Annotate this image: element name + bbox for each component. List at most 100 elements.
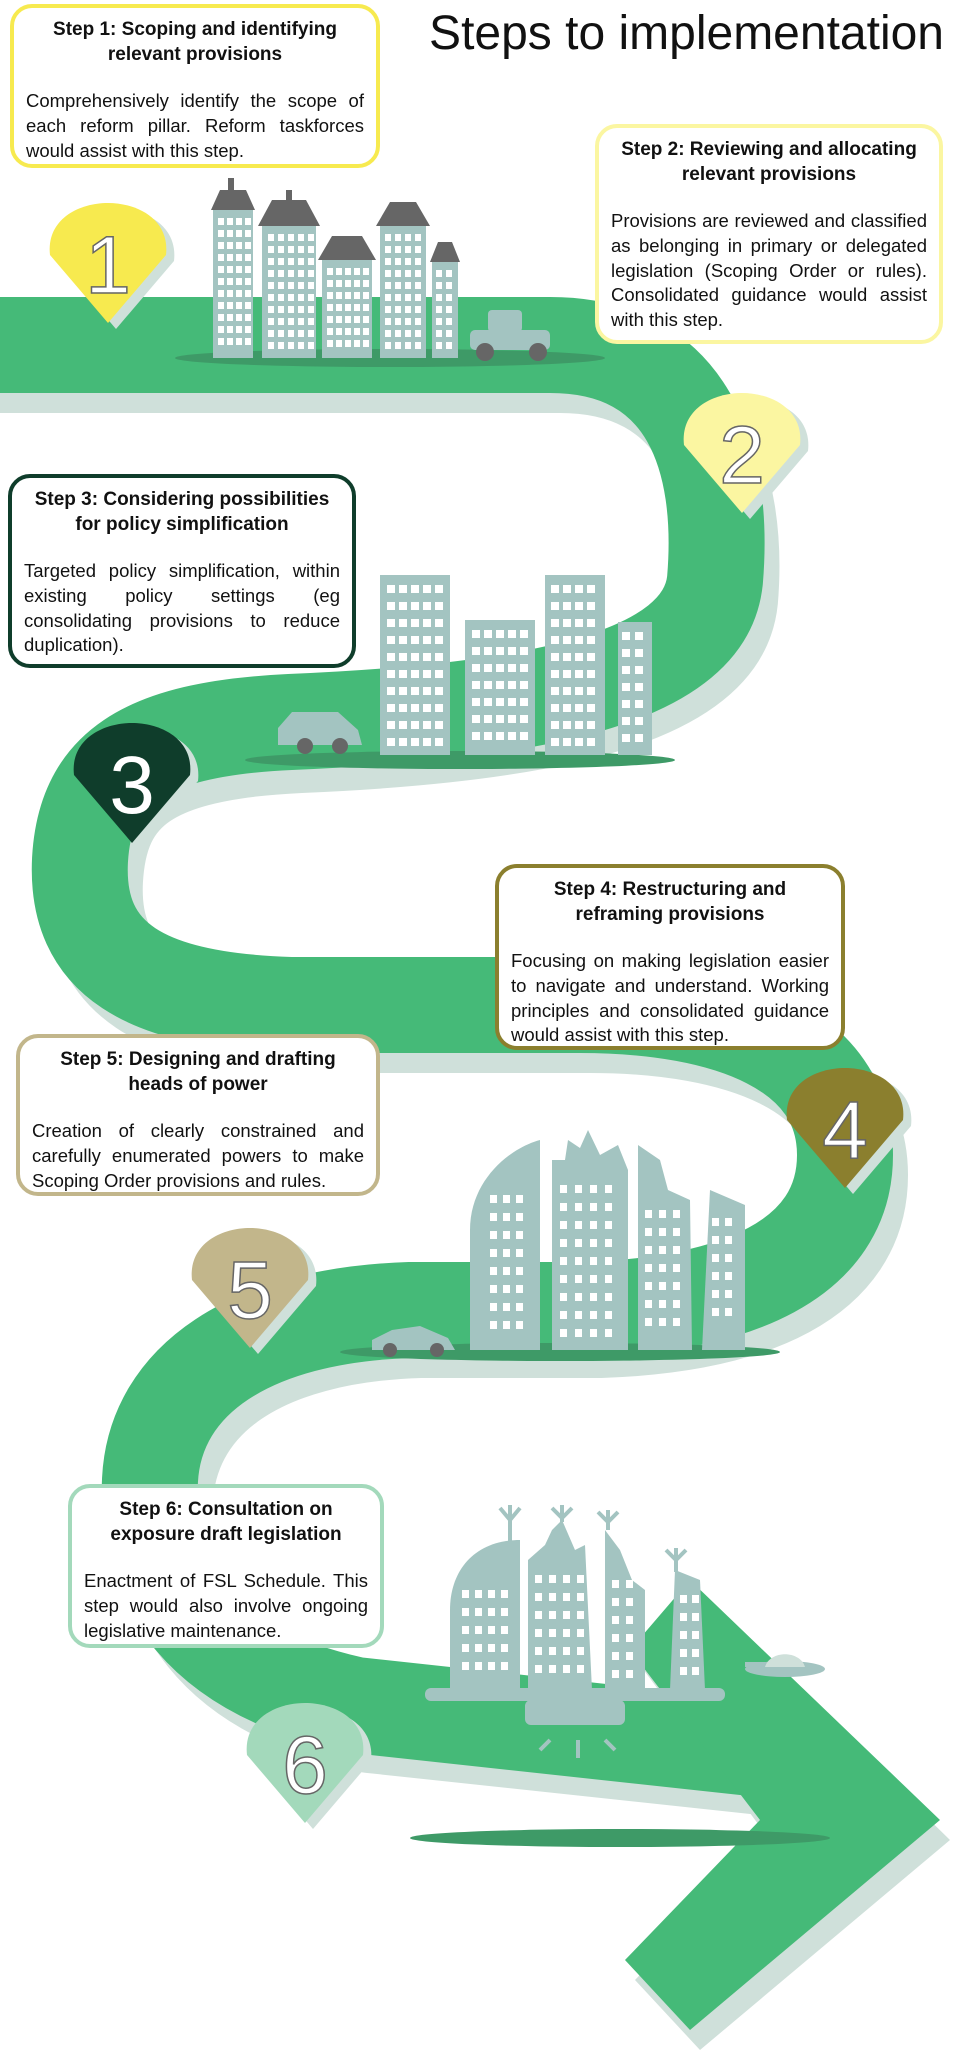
window: [575, 670, 583, 678]
window: [626, 1634, 633, 1642]
window: [399, 585, 407, 593]
step-1-heading: Step 1: Scoping and identifying relevant…: [53, 19, 337, 65]
window: [268, 318, 274, 325]
window: [415, 246, 421, 253]
window: [218, 254, 224, 261]
window: [488, 1662, 495, 1670]
window: [645, 1246, 652, 1254]
window: [673, 1318, 680, 1326]
step-6-number: 6: [282, 1720, 328, 1811]
building-icon: [376, 202, 430, 358]
window: [308, 342, 314, 349]
window: [436, 318, 442, 325]
window: [488, 1608, 495, 1616]
window: [587, 619, 595, 627]
window: [363, 316, 369, 323]
window: [288, 294, 294, 301]
window: [345, 340, 351, 347]
window: [577, 1593, 584, 1601]
window: [227, 278, 233, 285]
window: [345, 292, 351, 299]
window: [399, 653, 407, 661]
hovercraft-icon: [745, 1654, 825, 1677]
window: [298, 282, 304, 289]
window: [535, 1647, 542, 1655]
window: [472, 630, 480, 638]
window: [587, 585, 595, 593]
antenna-icon: [498, 1505, 688, 1758]
window: [268, 270, 274, 277]
building-icon: [605, 1530, 645, 1690]
window: [605, 1329, 612, 1337]
window: [298, 330, 304, 337]
window: [327, 316, 333, 323]
window: [245, 314, 251, 321]
window: [622, 649, 630, 657]
window: [635, 734, 643, 742]
window: [298, 342, 304, 349]
window: [560, 1275, 567, 1283]
window: [336, 280, 342, 287]
window: [508, 630, 516, 638]
window: [462, 1662, 469, 1670]
building-icon: [450, 1540, 520, 1690]
window: [288, 246, 294, 253]
window: [484, 664, 492, 672]
window: [345, 268, 351, 275]
window: [496, 681, 504, 689]
window: [577, 1629, 584, 1637]
window: [446, 306, 452, 313]
window: [446, 318, 452, 325]
window: [551, 619, 559, 627]
window: [577, 1611, 584, 1619]
window: [218, 242, 224, 249]
window: [496, 664, 504, 672]
window: [503, 1231, 510, 1239]
window: [575, 1311, 582, 1319]
window: [484, 630, 492, 638]
window: [327, 340, 333, 347]
window: [563, 704, 571, 712]
window: [551, 721, 559, 729]
step-4-body: Focusing on making legislation easier to…: [511, 950, 829, 1046]
window: [516, 1231, 523, 1239]
window: [520, 664, 528, 672]
window: [395, 342, 401, 349]
window: [423, 602, 431, 610]
window: [680, 1631, 687, 1639]
window: [659, 1264, 666, 1272]
window: [345, 280, 351, 287]
window: [288, 270, 294, 277]
step-2-marker: 2: [683, 393, 809, 519]
window: [659, 1246, 666, 1254]
window: [298, 258, 304, 265]
window: [399, 670, 407, 678]
window: [387, 704, 395, 712]
window: [612, 1670, 619, 1678]
window: [680, 1649, 687, 1657]
window: [435, 704, 443, 712]
window: [423, 585, 431, 593]
window: [268, 330, 274, 337]
window: [423, 738, 431, 746]
window: [446, 282, 452, 289]
window: [575, 687, 583, 695]
step-3-marker: 3: [73, 723, 199, 849]
city-block-3: [470, 1130, 745, 1350]
window: [488, 1590, 495, 1598]
window: [405, 246, 411, 253]
window: [385, 234, 391, 241]
step-6-box: Step 6: Consultation on exposure draft l…: [68, 1484, 384, 1648]
window: [268, 306, 274, 313]
window: [635, 649, 643, 657]
window: [472, 681, 480, 689]
window: [577, 1575, 584, 1583]
window: [490, 1321, 497, 1329]
window: [575, 1239, 582, 1247]
window: [472, 732, 480, 740]
window: [327, 328, 333, 335]
window: [395, 306, 401, 313]
window: [423, 636, 431, 644]
window: [387, 738, 395, 746]
window: [268, 342, 274, 349]
